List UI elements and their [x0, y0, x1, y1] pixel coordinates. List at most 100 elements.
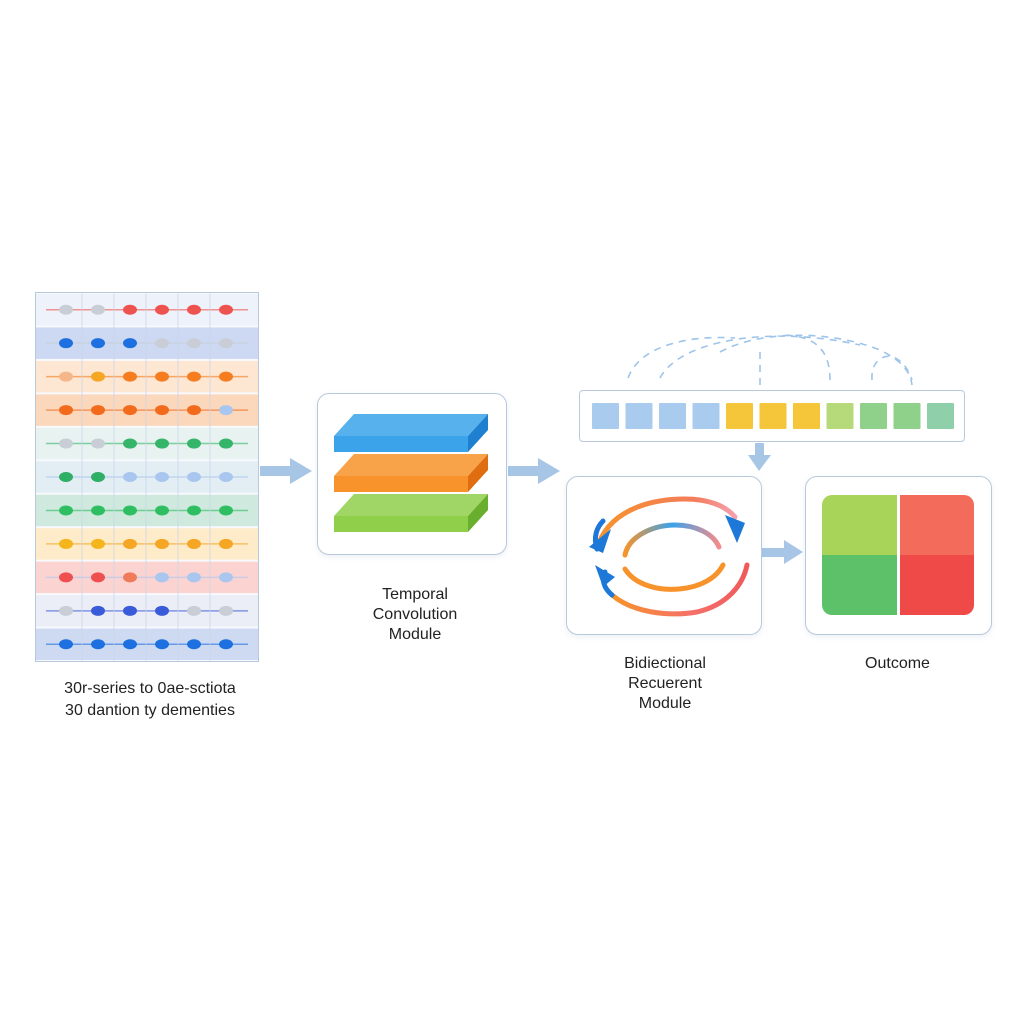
timeseries-point — [59, 538, 73, 549]
sequence-cell — [793, 403, 820, 429]
bidirectional-caption-line3: Module — [638, 695, 692, 712]
sequence-cell — [860, 403, 887, 429]
outcome-quadrant-top-left — [822, 495, 897, 555]
timeseries-point — [59, 572, 73, 583]
timeseries-point — [219, 371, 233, 382]
timeseries-point — [123, 438, 137, 449]
timeseries-point — [123, 338, 137, 349]
timeseries-point — [91, 639, 105, 650]
timeseries-point — [219, 472, 233, 482]
outcome-quadrant-bottom-right — [900, 555, 974, 615]
outcome-box — [805, 476, 992, 635]
timeseries-point — [91, 371, 105, 382]
outcome-caption: Outcome — [865, 655, 930, 672]
timeseries-point — [155, 304, 169, 315]
outcome-quadrant-grid — [822, 495, 974, 615]
timeseries-point — [187, 572, 201, 583]
timeseries-point — [219, 405, 233, 416]
layer-front-face — [334, 436, 468, 452]
timeseries-point — [155, 371, 169, 382]
timeseries-point — [155, 438, 169, 449]
outer-arrow-left-low — [595, 565, 615, 587]
timeseries-point — [155, 572, 169, 583]
timeseries-point — [91, 505, 105, 516]
temporal-caption-line3: Module — [388, 626, 442, 643]
timeseries-point — [219, 572, 233, 583]
timeseries-point — [155, 505, 169, 516]
recurrent-loops — [589, 496, 750, 617]
timeseries-point — [59, 304, 73, 315]
input-caption-line2: 30 dantion ty dementies — [65, 702, 235, 719]
timeseries-point — [187, 639, 201, 650]
sequence-bar — [579, 390, 965, 442]
timeseries-point — [123, 472, 137, 482]
timeseries-point — [187, 438, 201, 449]
timeseries-point — [187, 338, 201, 349]
timeseries-point — [219, 639, 233, 650]
timeseries-point — [123, 538, 137, 549]
timeseries-point — [219, 438, 233, 449]
bidirectional-caption-line2: Recuerent — [628, 675, 702, 692]
layer-top-face — [334, 494, 488, 516]
timeseries-point — [155, 338, 169, 349]
timeseries-point — [123, 572, 137, 583]
timeseries-point — [187, 472, 201, 482]
sequence-cell — [927, 403, 954, 429]
layer-side-face — [468, 454, 488, 492]
temporal-layer — [334, 454, 488, 492]
layer-side-face — [468, 494, 488, 532]
bidirectional-caption: Bidiectional Recuerent Module — [580, 654, 750, 714]
temporal-caption: Temporal Convolution Module — [330, 585, 500, 645]
temporal-layers — [334, 414, 488, 532]
timeseries-point — [91, 304, 105, 315]
arrow-input-to-temporal — [260, 458, 312, 484]
timeseries-point — [219, 338, 233, 349]
bidirectional-recurrent-box — [566, 476, 762, 635]
sequence-cell — [692, 403, 720, 429]
timeseries-point — [91, 538, 105, 549]
outcome-quadrant-bottom-left — [822, 555, 897, 615]
timeseries-rows — [36, 293, 258, 661]
timeseries-point — [155, 472, 169, 482]
attention-arcs — [627, 334, 913, 386]
temporal-layer — [334, 494, 488, 532]
timeseries-point — [219, 605, 233, 616]
timeseries-point — [123, 605, 137, 616]
timeseries-point — [91, 338, 105, 349]
layer-front-face — [334, 516, 468, 532]
timeseries-point — [187, 371, 201, 382]
inner-loop — [622, 522, 726, 592]
timeseries-point — [91, 605, 105, 616]
timeseries-point — [123, 304, 137, 315]
timeseries-point — [59, 338, 73, 349]
timeseries-point — [123, 371, 137, 382]
sequence-cell — [592, 403, 619, 429]
timeseries-point — [187, 538, 201, 549]
timeseries-point — [219, 538, 233, 549]
arrow-sequence-to-bidirectional — [748, 443, 771, 471]
bidirectional-caption-line1: Bidiectional — [624, 655, 706, 672]
temporal-layer — [334, 414, 488, 452]
temporal-caption-line1: Temporal — [382, 586, 448, 603]
sequence-cell — [759, 403, 787, 429]
timeseries-point — [123, 505, 137, 516]
sequence-cells — [592, 403, 954, 429]
timeseries-point — [59, 472, 73, 482]
timeseries-point — [187, 605, 201, 616]
timeseries-point — [187, 405, 201, 416]
outcome-quadrant-top-right — [900, 495, 974, 555]
timeseries-point — [123, 639, 137, 650]
timeseries-point — [187, 304, 201, 315]
timeseries-point — [123, 405, 137, 416]
sequence-cell — [893, 403, 921, 429]
timeseries-point — [187, 505, 201, 516]
arrow-temporal-to-bidirectional — [508, 458, 560, 484]
timeseries-point — [91, 472, 105, 482]
timeseries-point — [59, 405, 73, 416]
timeseries-point — [155, 405, 169, 416]
sequence-cell — [659, 403, 686, 429]
layer-top-face — [334, 414, 488, 436]
sequence-cell — [726, 403, 753, 429]
input-caption: 30r-series to 0ae-sctiota 30 dantion ty … — [20, 678, 280, 722]
timeseries-point — [155, 538, 169, 549]
